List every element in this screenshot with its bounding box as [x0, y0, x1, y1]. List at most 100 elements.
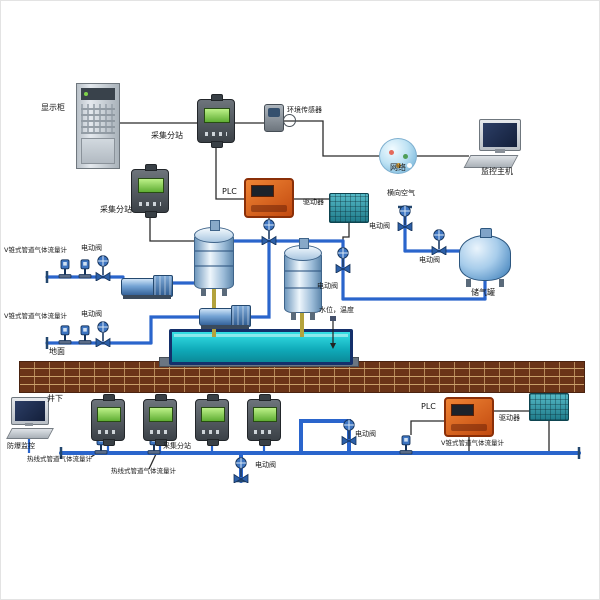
electric-valve-icon — [335, 247, 351, 273]
plc-display — [250, 185, 274, 198]
plc-box-top — [244, 178, 294, 218]
substation-device-b4 — [247, 394, 281, 446]
tank-leg — [499, 279, 504, 287]
label-underground: 井下 — [47, 394, 63, 403]
electric-valve-icon — [431, 229, 447, 255]
label-plc-top: PLC — [222, 187, 237, 196]
gas-storage-tank — [459, 228, 511, 287]
tank-leg — [291, 312, 296, 320]
device-screen — [97, 407, 121, 422]
host-monitor — [479, 119, 521, 151]
host-stand — [495, 149, 505, 153]
label-valve-left-top: 电动阀 — [81, 244, 102, 252]
label-valve-bottom-drop: 电动阀 — [255, 461, 276, 469]
host-screen — [483, 123, 517, 147]
flow-meter-icon — [78, 259, 92, 279]
plc-terminal-strip — [250, 204, 288, 212]
label-substation-bottom: 采集分站 — [163, 442, 191, 450]
label-valve-bypass: 电动阀 — [355, 430, 376, 438]
flow-meter-icon — [78, 325, 92, 345]
label-monitor-host: 监控主机 — [481, 167, 513, 176]
tank-band — [195, 265, 233, 268]
pc-monitor — [11, 397, 49, 425]
ground-brick-band — [19, 361, 585, 393]
power-led — [84, 92, 88, 96]
tank-band — [195, 250, 233, 253]
cabinet-vents — [81, 104, 115, 134]
label-display-cabinet: 显示柜 — [41, 103, 65, 112]
substation-device-left — [131, 164, 169, 218]
label-driver-bottom: 驱动器 — [499, 414, 520, 422]
network-globe — [379, 138, 417, 174]
label-plc-bottom: PLC — [421, 402, 436, 411]
device-screen — [253, 407, 277, 422]
device-screen — [137, 177, 165, 193]
driver-box-top — [329, 193, 369, 223]
pump-base — [123, 295, 171, 299]
device-keys — [150, 430, 170, 434]
env-sensor-device — [264, 104, 296, 132]
tank-nozzle — [210, 220, 220, 231]
label-vcone-meter-left-bottom: V锥式管道气体流量计 — [4, 312, 67, 320]
label-vcone-meter-bottom-right: V锥式管道气体流量计 — [441, 439, 504, 447]
label-env-sensor: 环境传感器 — [287, 106, 322, 114]
label-driver-top: 驱动器 — [303, 198, 324, 206]
electric-valve-icon — [233, 457, 249, 483]
device-keys — [98, 430, 118, 434]
gas-tank-nozzle — [480, 228, 492, 238]
pump-body — [121, 278, 157, 296]
label-ground: 地面 — [49, 347, 65, 356]
water-pool — [169, 329, 353, 365]
cabinet-panel — [81, 88, 115, 100]
device-keys — [254, 430, 274, 434]
device-screen — [201, 407, 225, 422]
label-valve-tank-inlet: 电动阀 — [419, 256, 440, 264]
display-cabinet — [76, 83, 120, 169]
pump-body — [199, 308, 235, 326]
flow-meter-icon — [58, 259, 72, 279]
storage-tank-1 — [194, 220, 234, 296]
device-keys — [139, 201, 161, 206]
label-gas-tank: 储气罐 — [471, 288, 495, 297]
electric-valve-icon — [261, 219, 277, 245]
label-hotwire-meter-2: 热线式管道气体流量计 — [111, 467, 176, 475]
tank-leg — [201, 288, 206, 296]
device-screen — [149, 407, 173, 422]
electric-valve-icon — [95, 255, 111, 281]
substation-device-top — [197, 94, 235, 148]
explosion-proof-computer — [6, 397, 55, 441]
plc-display — [450, 404, 474, 417]
pump-2 — [199, 303, 251, 329]
pump-motor — [231, 305, 251, 327]
tank-leg — [222, 288, 227, 296]
electric-valve-icon — [95, 321, 111, 347]
tank-nozzle — [299, 238, 309, 249]
label-substation-left: 采集分站 — [100, 205, 132, 214]
label-valve-air: 电动阀 — [369, 222, 390, 230]
storage-tank-2 — [284, 238, 322, 320]
tank-leg — [466, 279, 471, 287]
substation-device-b3 — [195, 394, 229, 446]
flow-meter-icon — [58, 325, 72, 345]
electric-valve-icon — [397, 205, 413, 231]
plc-terminal-strip — [450, 423, 488, 431]
monitor-host-computer — [463, 119, 529, 171]
label-network: 网络 — [390, 163, 406, 172]
plc-box-bottom — [444, 397, 494, 437]
device-keys — [205, 131, 227, 136]
pump-1 — [121, 273, 173, 299]
tank-band — [285, 270, 321, 272]
tank-band — [285, 286, 321, 289]
substation-device-b1 — [91, 394, 125, 446]
label-substation-top: 采集分站 — [151, 131, 183, 140]
label-hotwire-meter-1: 热线式管道气体流量计 — [27, 455, 92, 463]
pump-motor — [153, 275, 173, 297]
label-valve-left-bottom: 电动阀 — [81, 310, 102, 318]
label-explosion-proof-monitor: 防爆监控 — [7, 442, 35, 450]
device-screen — [203, 107, 231, 123]
label-level-temp: 水位，温度 — [319, 306, 354, 314]
pc-keyboard — [6, 428, 54, 439]
label-valve-middle: 电动阀 — [317, 282, 338, 290]
pc-screen — [15, 401, 45, 421]
